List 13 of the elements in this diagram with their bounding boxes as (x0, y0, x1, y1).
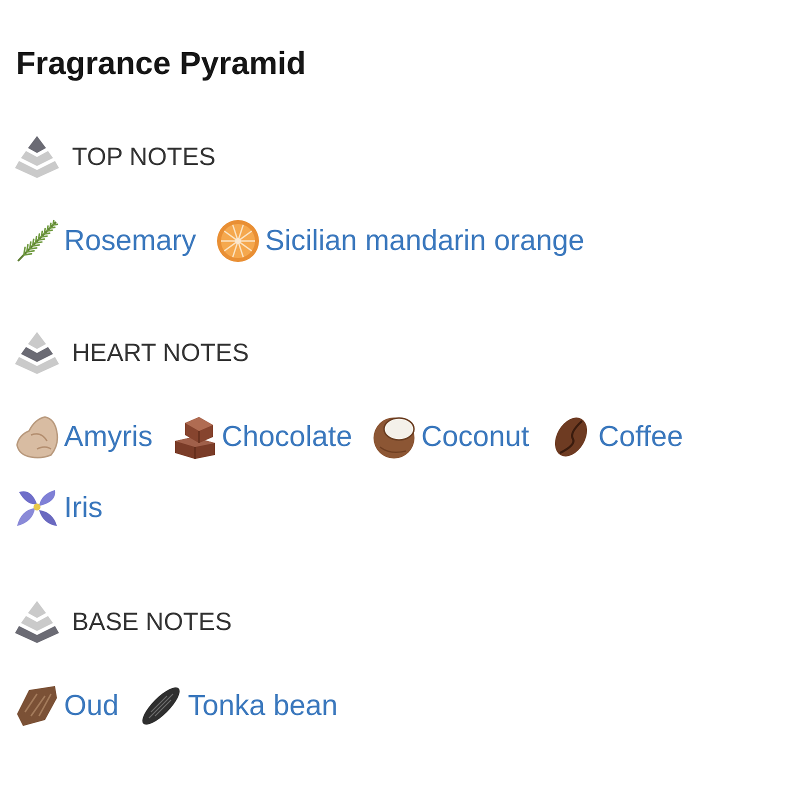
ingredient-link: Coconut (421, 420, 530, 455)
ingredient-link: Iris (64, 491, 103, 526)
section-heading: TOP NOTES (72, 142, 216, 172)
ingredient-link: Amyris (64, 420, 153, 455)
section-heading: BASE NOTES (72, 607, 232, 637)
ingredient-link: Oud (64, 689, 119, 724)
ingredient-link: Sicilian mandarin orange (265, 224, 584, 259)
ingredient-link: Chocolate (222, 420, 352, 455)
ingredient-link: Rosemary (64, 224, 196, 259)
page-title: Fragrance Pyramid (16, 44, 306, 83)
ingredient-link: Tonka bean (188, 689, 338, 724)
section-heading: HEART NOTES (72, 338, 249, 368)
ingredient-link: Coffee (598, 420, 684, 455)
